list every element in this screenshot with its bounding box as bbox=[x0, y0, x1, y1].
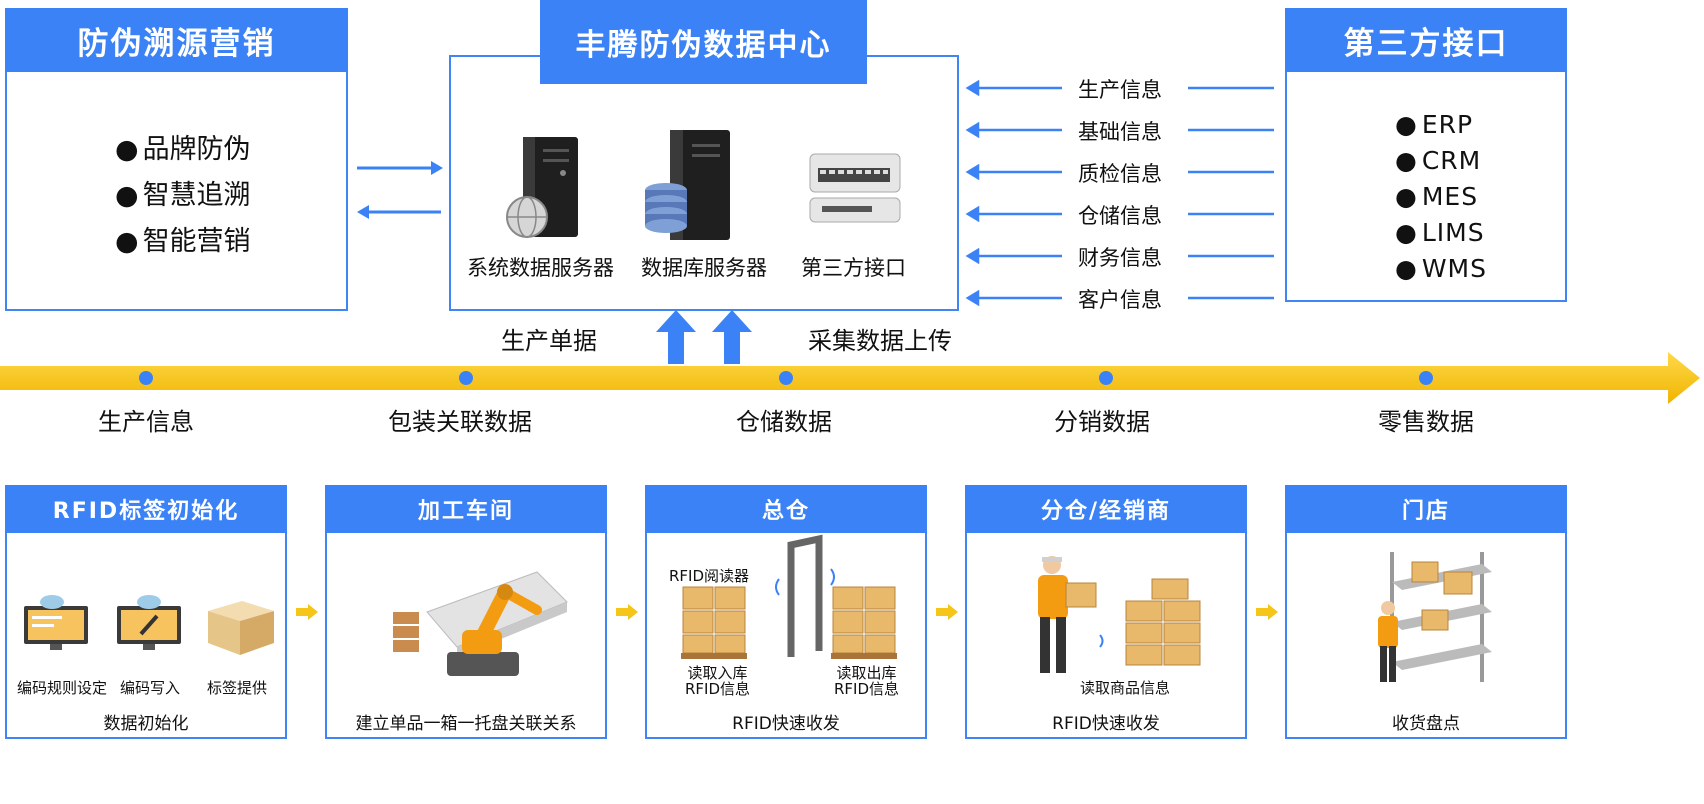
monitor-icon bbox=[24, 595, 88, 650]
stage-title: 门店 bbox=[1285, 485, 1567, 533]
third-party-title: 第三方接口 bbox=[1285, 8, 1567, 72]
stage-title: RFID标签初始化 bbox=[5, 485, 287, 533]
shelf-worker-icon bbox=[1378, 552, 1492, 682]
stage-store: 门店 收货盘点 bbox=[1285, 485, 1567, 739]
stage-caption: 数据初始化 bbox=[103, 714, 189, 734]
feature-item: 智能营销 bbox=[115, 219, 251, 265]
sync-arrows bbox=[357, 161, 443, 219]
timeline-label: 零售数据 bbox=[1378, 408, 1474, 436]
brand-panel: 防伪溯源营销 品牌防伪 智慧追溯 智能营销 bbox=[5, 8, 348, 311]
stage-arrow bbox=[936, 604, 958, 620]
timeline-node bbox=[1419, 371, 1433, 385]
stage-title: 总仓 bbox=[645, 485, 927, 533]
stage-caption: 收货盘点 bbox=[1392, 714, 1460, 734]
stage-rfid-init: RFID标签初始化 编码规则设定 编码写入 标签提供 数据初始化 bbox=[5, 485, 287, 739]
label-box-icon bbox=[208, 601, 274, 655]
robot-arm-icon bbox=[393, 571, 568, 676]
server-label: 系统数据服务器 bbox=[467, 256, 614, 280]
interface-item: ERP bbox=[1395, 107, 1487, 143]
stage-distributor: 分仓/经销商 读取商品信息 RFID快速收发 bbox=[965, 485, 1247, 739]
interface-item: WMS bbox=[1395, 251, 1487, 287]
interface-item: CRM bbox=[1395, 143, 1487, 179]
timeline-label: 包装关联数据 bbox=[388, 408, 532, 436]
stage-caption: RFID快速收发 bbox=[1052, 714, 1160, 734]
interface-item: MES bbox=[1395, 179, 1487, 215]
brand-feature-list: 品牌防伪 智慧追溯 智能营销 bbox=[115, 127, 251, 265]
timeline-node bbox=[139, 371, 153, 385]
info-flow-label: 财务信息 bbox=[1078, 246, 1162, 270]
init-step-label: 编码规则设定 bbox=[17, 679, 108, 697]
rfid-reader-label: RFID阅读器 bbox=[669, 567, 750, 585]
upload-arrows bbox=[656, 310, 752, 364]
stage-caption: 建立单品一箱一托盘关联关系 bbox=[355, 714, 577, 734]
info-flow-label: 生产信息 bbox=[1078, 78, 1162, 102]
info-flow-label: 仓储信息 bbox=[1078, 204, 1162, 228]
upload-label-left: 生产单据 bbox=[501, 327, 597, 355]
stage-arrow bbox=[616, 604, 638, 620]
interface-item: LIMS bbox=[1395, 215, 1487, 251]
info-flow-lines bbox=[965, 79, 1274, 307]
third-party-panel: 第三方接口 ERP CRM MES LIMS WMS bbox=[1285, 8, 1567, 302]
brand-panel-title: 防伪溯源营销 bbox=[5, 8, 348, 72]
server-globe-icon bbox=[506, 137, 578, 238]
stage-caption: RFID快速收发 bbox=[732, 714, 840, 734]
worker-with-box-icon bbox=[1038, 556, 1104, 673]
init-step-label: 标签提供 bbox=[207, 679, 268, 697]
timeline-label: 生产信息 bbox=[98, 408, 194, 436]
init-step-label: 编码写入 bbox=[120, 679, 181, 697]
network-switch-icon bbox=[809, 153, 901, 223]
stage-arrow bbox=[1256, 604, 1278, 620]
server-label: 第三方接口 bbox=[801, 256, 906, 280]
feature-item: 智慧追溯 bbox=[115, 173, 251, 219]
pallet-out-icon bbox=[831, 586, 897, 659]
upload-label-right: 采集数据上传 bbox=[808, 327, 952, 355]
server-label: 数据库服务器 bbox=[641, 256, 767, 280]
info-flow-label: 基础信息 bbox=[1078, 120, 1162, 144]
info-flow-label: 质检信息 bbox=[1078, 162, 1162, 186]
box-stack-icon bbox=[1125, 578, 1201, 666]
pallet-in-icon bbox=[681, 586, 747, 659]
interface-list: ERP CRM MES LIMS WMS bbox=[1395, 107, 1487, 287]
stage-workshop: 加工车间 建立单品一箱一托盘关联关系 bbox=[325, 485, 607, 739]
stage-title: 加工车间 bbox=[325, 485, 607, 533]
rfid-gate-icon bbox=[775, 534, 835, 657]
timeline-label: 仓储数据 bbox=[736, 408, 832, 436]
stage-title: 分仓/经销商 bbox=[965, 485, 1247, 533]
database-server-icon bbox=[645, 130, 730, 240]
monitor-pen-icon bbox=[117, 595, 181, 650]
timeline-arrow bbox=[0, 352, 1700, 404]
timeline-node bbox=[779, 371, 793, 385]
read-goods-label: 读取商品信息 bbox=[1080, 679, 1171, 697]
timeline-label: 分销数据 bbox=[1054, 408, 1150, 436]
feature-item: 品牌防伪 bbox=[115, 127, 251, 173]
stage-arrow bbox=[296, 604, 318, 620]
info-flow-label: 客户信息 bbox=[1078, 288, 1162, 312]
data-center-title: 丰腾防伪数据中心 bbox=[540, 0, 867, 84]
timeline-node bbox=[1099, 371, 1113, 385]
timeline-node bbox=[459, 371, 473, 385]
